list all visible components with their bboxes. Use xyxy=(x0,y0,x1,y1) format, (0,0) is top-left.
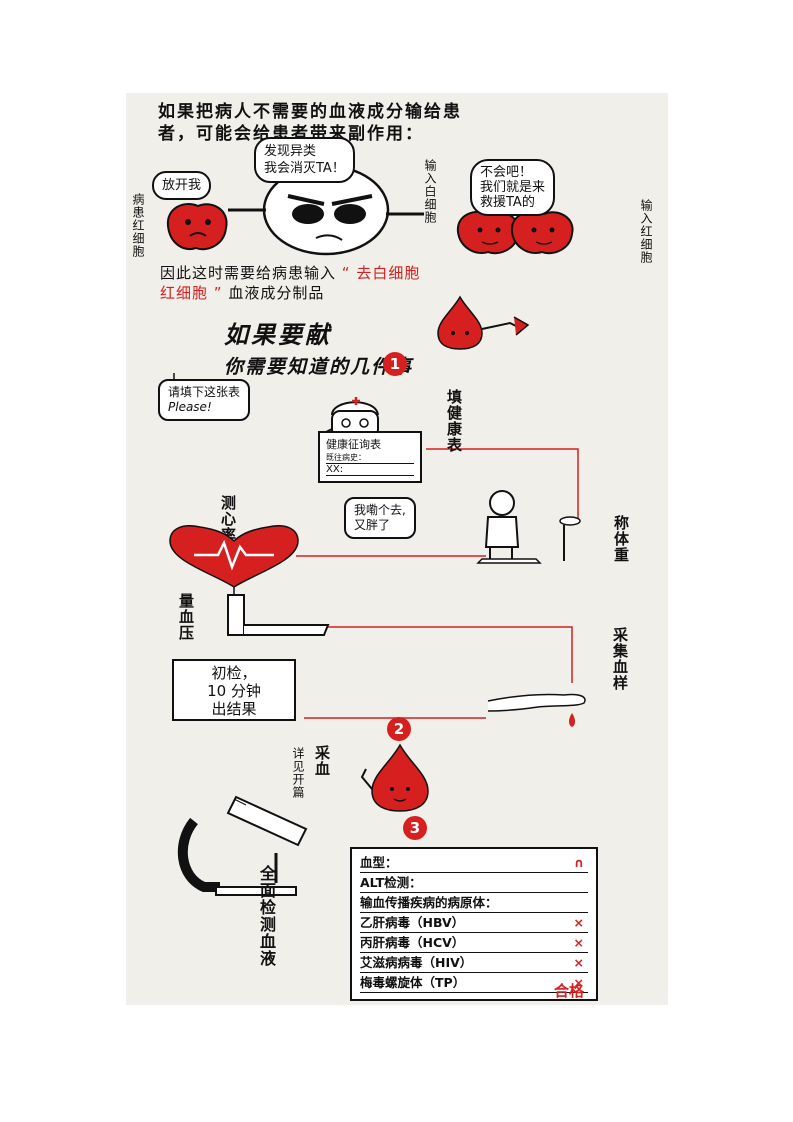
check-row-blood-type: 血型： ∩ xyxy=(360,853,588,873)
weigh-illustration xyxy=(476,490,581,564)
heart-rate-label: 测心率 xyxy=(219,495,237,543)
cross-icon: × xyxy=(573,915,584,930)
conclusion: 因此这时需要给病患输入 “ 去白细胞 红细胞 ” 血液成分制品 xyxy=(160,263,420,303)
check-row-alt: ALT检测： xyxy=(360,873,588,893)
see-beginning-label: 详见开篇 xyxy=(291,747,305,799)
conclusion-line-1: 因此这时需要给病患输入 “ 去白细胞 xyxy=(160,263,420,283)
form-line-1: 既往病史： xyxy=(326,452,414,464)
label-patient-rbc: 病患红细胞 xyxy=(131,193,145,258)
check-row-label: ALT检测： xyxy=(360,875,422,890)
push-bubble-text: 放开我 xyxy=(162,178,202,193)
push-bubble: 放开我 xyxy=(152,171,212,200)
fill-form-label: 填健康表 xyxy=(445,389,463,453)
blood-drop-mascot xyxy=(437,295,530,350)
nurse-bubble: 请填下这张表 Please! xyxy=(158,379,251,421)
weigh-bubble: 我嘞个去, 又胖了 xyxy=(344,497,416,539)
form-title: 健康征询表 xyxy=(326,438,381,451)
clipboard-line-3: 出结果 xyxy=(211,700,257,718)
label-rbc: 输入红细胞 xyxy=(639,199,653,264)
nurse-bubble-line-2: Please! xyxy=(168,400,212,414)
cell-illustration xyxy=(166,164,574,256)
step-1-badge: 1 xyxy=(383,352,407,376)
white-cell-bubble-line-2: 我会消灭TA！ xyxy=(264,161,345,176)
label-wbc: 输入白细胞 xyxy=(423,159,437,224)
intro-line-1: 如果把病人不需要的血液成分输给患 xyxy=(158,102,462,122)
title-line-2: 你需要知道的几件事 xyxy=(224,356,414,378)
clipboard: 初检， 10 分钟 出结果 xyxy=(172,659,296,721)
microscope-illustration xyxy=(177,795,308,896)
conclusion-highlight-2: 红细胞 ” xyxy=(160,284,223,302)
check-row-label: 乙肝病毒（HBV） xyxy=(360,915,465,930)
check-row-label: 艾滋病病毒（HIV） xyxy=(360,955,473,970)
check-row-hcv: 丙肝病毒（HCV） × xyxy=(360,933,588,953)
blood-pressure-label: 量血压 xyxy=(177,593,195,641)
nurse-illustration xyxy=(319,397,379,438)
collect-drop-mascot xyxy=(360,743,429,812)
cross-icon: × xyxy=(573,955,584,970)
conclusion-prefix: 因此这时需要给病患输入 xyxy=(160,264,337,282)
weigh-label: 称体重 xyxy=(612,515,630,563)
patient-rbc-illustration xyxy=(166,203,228,251)
check-row-label: 血型： xyxy=(360,855,398,870)
weigh-bubble-line-2: 又胖了 xyxy=(354,518,391,532)
conclusion-highlight-1: “ 去白细胞 xyxy=(341,264,421,282)
check-row-label: 梅毒螺旋体（TP） xyxy=(360,975,466,990)
red-cell-bubble-line-2: 我们就是来 xyxy=(480,180,546,195)
heart-icon xyxy=(169,525,299,588)
check-row-hbv: 乙肝病毒（HBV） × xyxy=(360,913,588,933)
result-label: 合格 xyxy=(553,982,584,1000)
cross-icon: × xyxy=(573,935,584,950)
full-test-label: 全面检测血液 xyxy=(257,865,276,967)
check-row-tp: 梅毒螺旋体（TP） × xyxy=(360,973,588,993)
check-row-label: 丙肝病毒（HCV） xyxy=(360,935,465,950)
form-line-2: XX: xyxy=(326,464,414,476)
check-row-hiv: 艾滋病病毒（HIV） × xyxy=(360,953,588,973)
clipboard-line-2: 10 分钟 xyxy=(207,682,261,700)
clipboard-line-1: 初检， xyxy=(211,664,257,682)
cross-icon: × xyxy=(573,975,584,990)
intro-line-2: 者，可能会给患者带来副作用： xyxy=(158,124,424,144)
checklist-panel: 血型： ∩ ALT检测： 输血传播疾病的病原体： 乙肝病毒（HBV） × 丙肝病… xyxy=(350,847,598,1001)
collect-label: 采血 xyxy=(313,745,331,777)
check-row-mark: ∩ xyxy=(573,855,584,870)
sample-label: 采集血样 xyxy=(611,627,629,691)
hand-sample-illustration xyxy=(487,693,586,727)
red-cell-bubble-line-1: 不会吧！ xyxy=(480,165,533,180)
step-2-badge: 2 xyxy=(387,717,411,741)
weigh-bubble-line-1: 我嘞个去, xyxy=(354,503,406,517)
white-cell-bubble-line-1: 发现异类 xyxy=(264,144,317,159)
step-3-badge: 3 xyxy=(403,816,427,840)
red-cell-bubble: 不会吧！ 我们就是来 救援TA的 xyxy=(470,159,556,216)
conclusion-suffix: 血液成分制品 xyxy=(228,284,325,302)
title-line-1: 如果要献 xyxy=(224,321,332,349)
intro-text: 如果把病人不需要的血液成分输给患 者，可能会给患者带来副作用： xyxy=(158,101,462,145)
poster: 如果把病人不需要的血液成分输给患 者，可能会给患者带来副作用： xyxy=(126,93,668,1005)
conclusion-line-2: 红细胞 ” 血液成分制品 xyxy=(160,283,420,303)
red-cell-bubble-line-3: 救援TA的 xyxy=(480,195,535,210)
title: 如果要献 你需要知道的几件事 xyxy=(224,315,413,379)
nurse-bubble-line-1: 请填下这张表 xyxy=(168,385,241,399)
bp-monitor-illustration xyxy=(227,594,330,636)
wbc-illustration xyxy=(228,164,424,256)
check-row-label: 输血传播疾病的病原体： xyxy=(360,895,498,910)
health-form: 健康征询表 既往病史： XX: xyxy=(318,431,422,483)
white-cell-bubble: 发现异类 我会消灭TA！ xyxy=(254,137,355,183)
check-row-pathogens: 输血传播疾病的病原体： xyxy=(360,893,588,913)
